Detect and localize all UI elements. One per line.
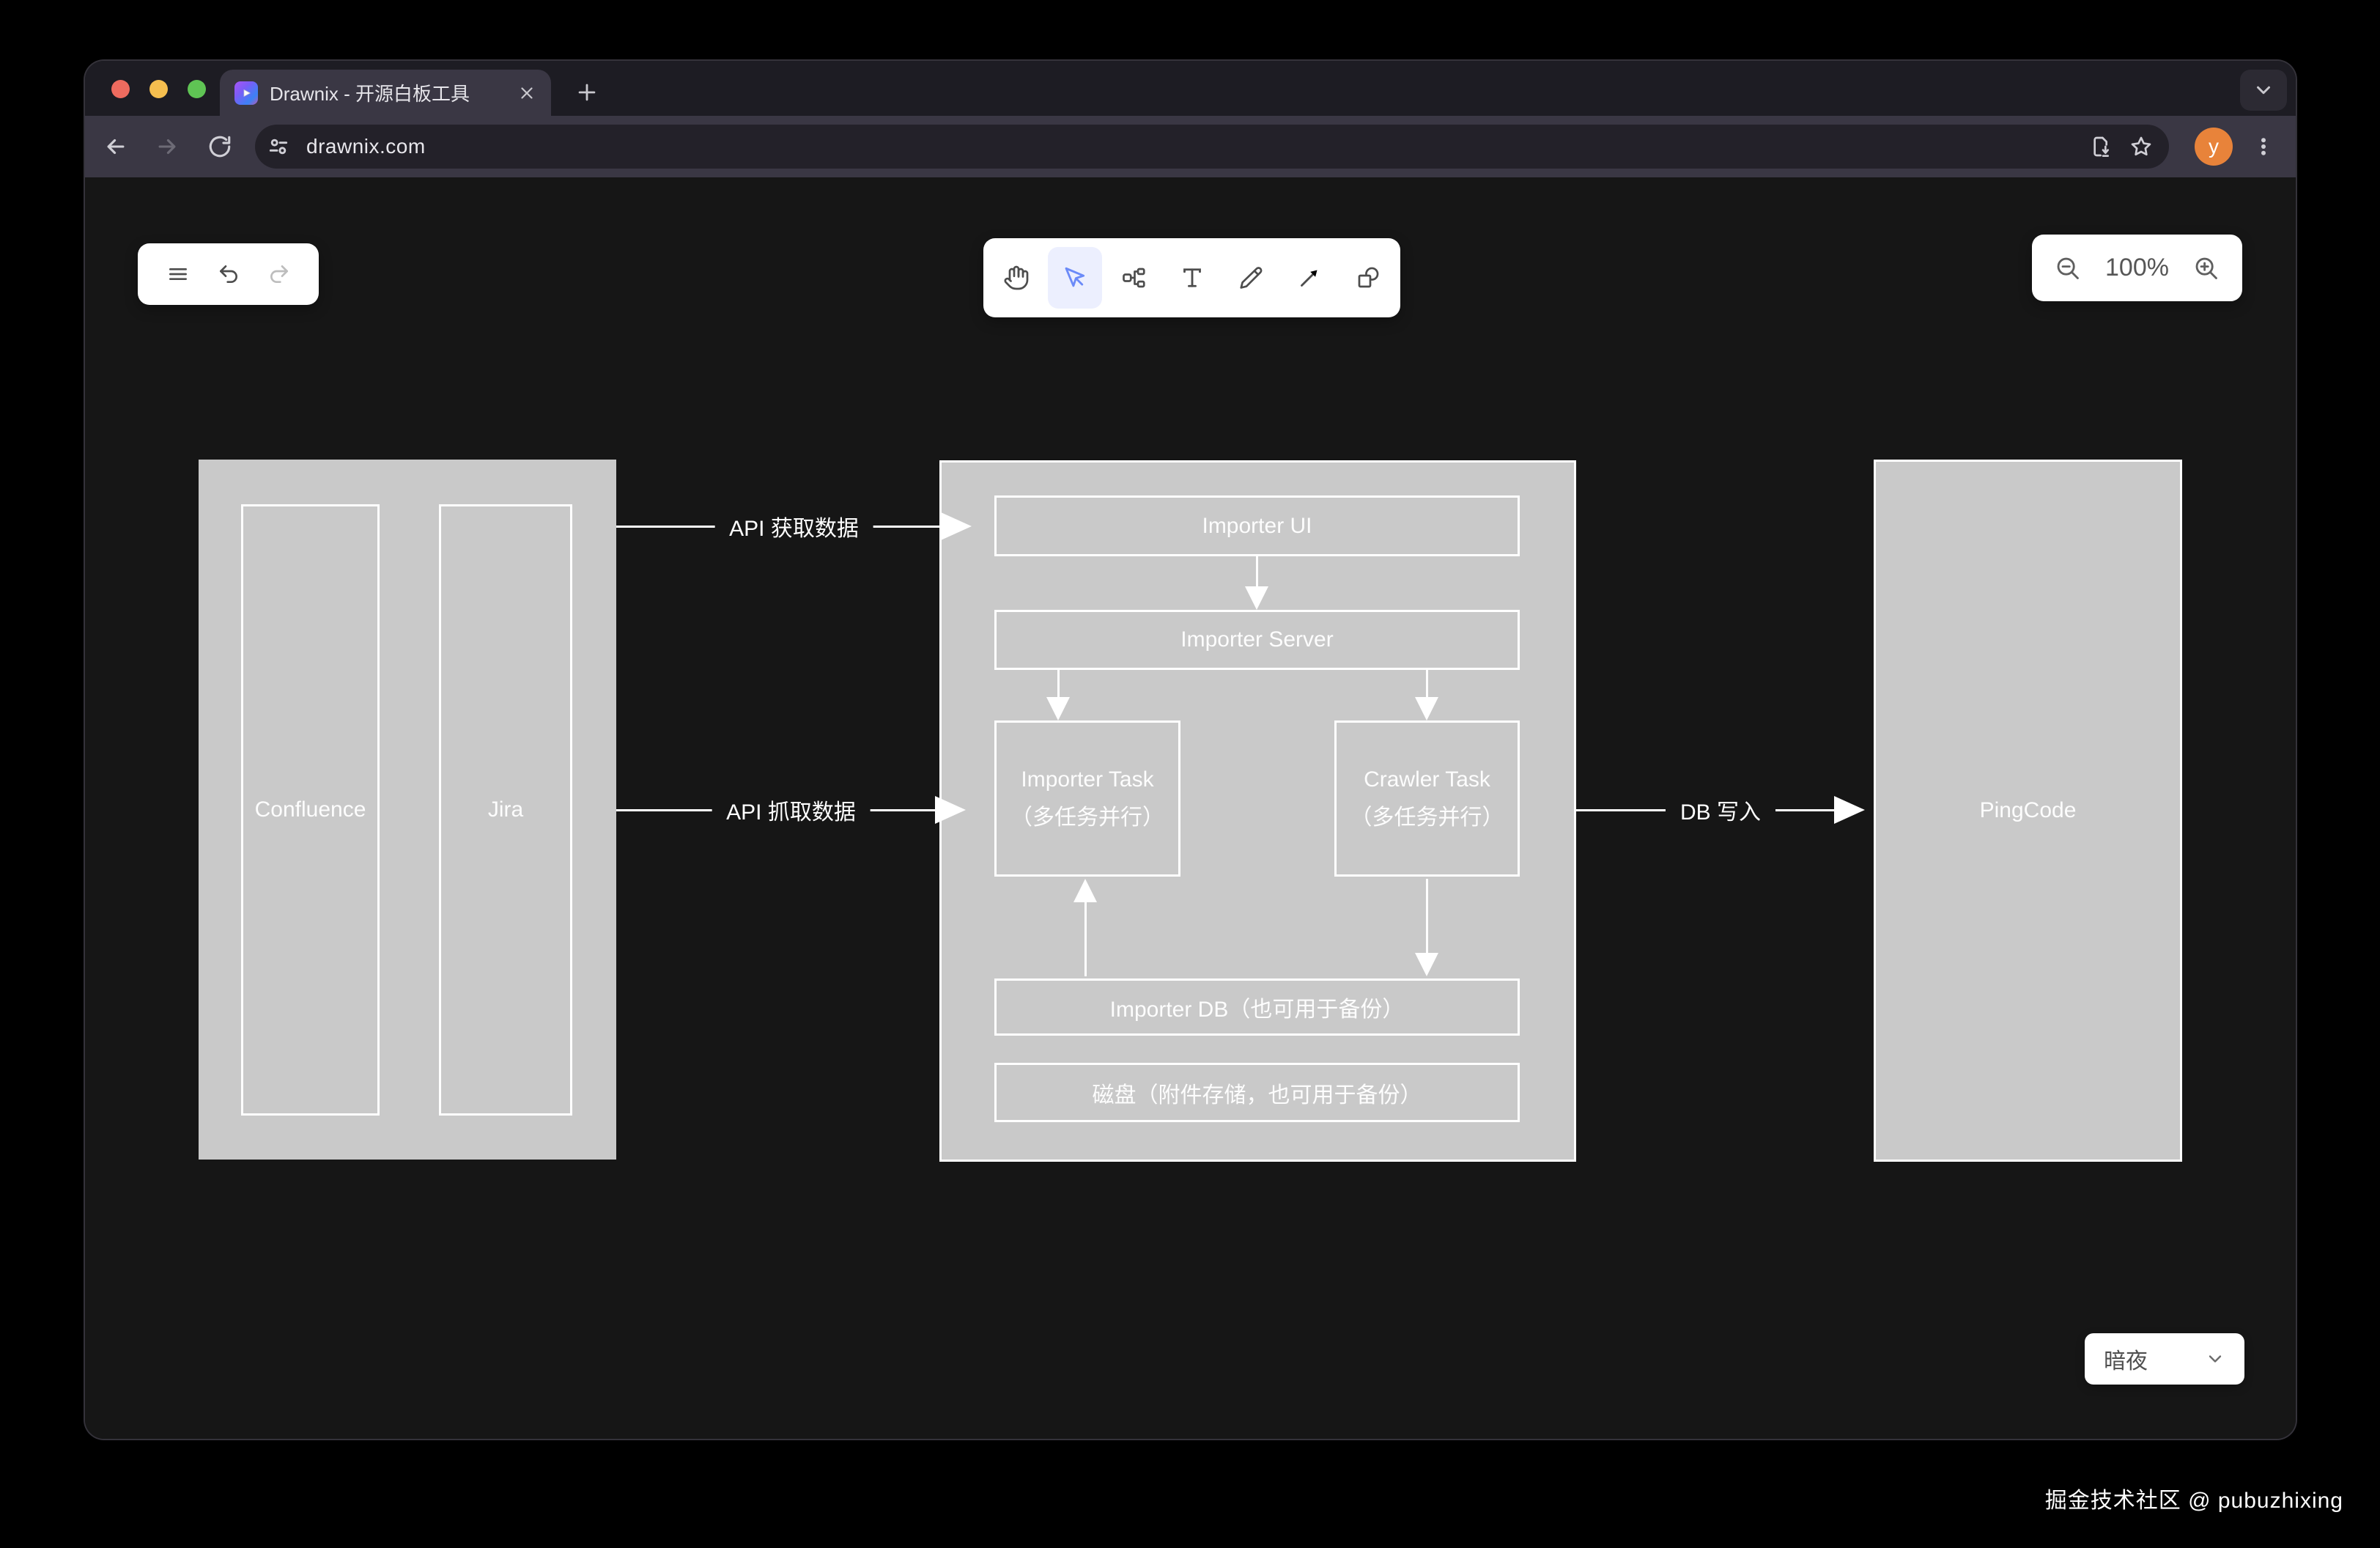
theme-label: 暗夜 — [2104, 1349, 2148, 1374]
zoom-toolbar: 100% — [2032, 235, 2242, 301]
bookmark-star-icon[interactable] — [2129, 135, 2153, 158]
node-importer-task[interactable]: Importer Task （多任务并行） — [994, 720, 1180, 877]
node-importer-db[interactable]: Importer DB（也可用于备份） — [994, 978, 1520, 1036]
drawnix-favicon-icon — [234, 81, 258, 105]
hand-tool-icon[interactable] — [989, 247, 1043, 309]
text-tool-icon[interactable] — [1165, 247, 1219, 309]
node-label: 磁盘（附件存储，也可用于备份） — [1092, 1083, 1422, 1107]
chevron-down-icon — [2205, 1349, 2225, 1369]
edge-ui-to-server[interactable] — [1244, 556, 1269, 610]
edge-line — [1255, 556, 1258, 586]
arrow-tool-icon[interactable] — [1282, 247, 1337, 309]
browser-menu-icon[interactable] — [2247, 130, 2280, 163]
window-controls — [111, 80, 206, 98]
node-label: Jira — [487, 797, 524, 822]
arrowhead-down-icon — [1046, 697, 1070, 720]
edge-label: DB 写入 — [1665, 794, 1776, 826]
app-toolbar — [138, 243, 319, 305]
node-jira[interactable]: Jira — [439, 504, 572, 1116]
node-importer-ui[interactable]: Importer UI — [994, 495, 1520, 556]
node-label: Importer UI — [1202, 513, 1312, 538]
edge-api-get[interactable]: API 获取数据 — [616, 510, 972, 542]
edge-api-crawl[interactable]: API 抓取数据 — [616, 794, 966, 826]
mind-map-tool-icon[interactable] — [1106, 247, 1161, 309]
edge-db-write[interactable]: DB 写入 — [1576, 794, 1865, 826]
node-importer-server[interactable]: Importer Server — [994, 610, 1520, 670]
arrowhead-right-icon — [941, 512, 972, 540]
edge-server-to-importer-task[interactable] — [1046, 670, 1071, 720]
tab-title: Drawnix - 开源白板工具 — [270, 83, 470, 105]
attribution-watermark: 掘金技术社区 @ pubuzhixing — [2044, 1489, 2343, 1513]
edge-line — [1057, 670, 1060, 697]
node-label: Importer Task — [1021, 767, 1154, 792]
arrowhead-down-icon — [1245, 586, 1268, 610]
new-tab-button[interactable] — [570, 75, 604, 109]
arrowhead-down-icon — [1415, 697, 1438, 720]
zoom-in-icon[interactable] — [2192, 254, 2220, 282]
site-settings-icon[interactable] — [267, 135, 290, 158]
undo-icon[interactable] — [217, 262, 240, 286]
arrowhead-down-icon — [1415, 953, 1438, 976]
close-tab-icon[interactable] — [517, 84, 536, 103]
node-label: （多任务并行） — [1350, 805, 1504, 830]
browser-toolbar: drawnix.com y — [85, 116, 2296, 177]
browser-window: Drawnix - 开源白板工具 drawnix.com — [85, 61, 2296, 1439]
node-crawler-task[interactable]: Crawler Task （多任务并行） — [1334, 720, 1520, 877]
edge-line — [1425, 670, 1428, 697]
node-label: Confluence — [254, 797, 366, 822]
creation-toolbar — [983, 238, 1400, 317]
node-confluence[interactable]: Confluence — [241, 504, 380, 1116]
edge-line — [1425, 879, 1428, 953]
minimize-window-button[interactable] — [149, 80, 168, 98]
edge-label: API 获取数据 — [714, 510, 873, 542]
node-label: Importer DB（也可用于备份） — [1109, 998, 1405, 1022]
arrowhead-right-icon — [1834, 796, 1865, 824]
profile-avatar[interactable]: y — [2195, 128, 2233, 166]
edge-label: API 抓取数据 — [712, 794, 871, 826]
edge-crawler-to-db[interactable] — [1414, 879, 1439, 976]
node-label: （多任务并行） — [1010, 805, 1164, 830]
back-icon[interactable] — [95, 126, 136, 167]
address-bar[interactable]: drawnix.com — [255, 125, 2169, 169]
forward-icon[interactable] — [147, 126, 188, 167]
node-disk[interactable]: 磁盘（附件存储，也可用于备份） — [994, 1063, 1520, 1122]
install-page-icon[interactable] — [2090, 135, 2113, 158]
arrowhead-up-icon — [1073, 879, 1097, 902]
node-label: Crawler Task — [1364, 767, 1490, 792]
tab-search-chevron-icon[interactable] — [2240, 70, 2287, 111]
url-text[interactable]: drawnix.com — [306, 135, 426, 158]
zoom-level[interactable]: 100% — [2105, 254, 2169, 281]
menu-icon[interactable] — [166, 262, 190, 286]
active-tab[interactable]: Drawnix - 开源白板工具 — [220, 70, 551, 116]
shape-tool-icon[interactable] — [1341, 247, 1395, 309]
fullscreen-window-button[interactable] — [188, 80, 206, 98]
arrowhead-right-icon — [935, 796, 966, 824]
freehand-tool-icon[interactable] — [1224, 247, 1278, 309]
edge-line — [1084, 902, 1087, 976]
node-pingcode[interactable]: PingCode — [1874, 460, 2182, 1162]
zoom-out-icon[interactable] — [2054, 254, 2082, 282]
edge-server-to-crawler-task[interactable] — [1414, 670, 1439, 720]
node-label: PingCode — [1979, 798, 2077, 822]
redo-icon[interactable] — [267, 262, 291, 286]
edge-db-to-importer-task[interactable] — [1073, 879, 1098, 976]
node-label: Importer Server — [1180, 627, 1334, 652]
reload-icon[interactable] — [199, 126, 240, 167]
close-window-button[interactable] — [111, 80, 130, 98]
tab-strip: Drawnix - 开源白板工具 — [85, 61, 2296, 116]
selection-tool-icon[interactable] — [1047, 247, 1102, 309]
theme-dropdown[interactable]: 暗夜 — [2085, 1333, 2244, 1385]
whiteboard-canvas[interactable]: 100% 暗夜 Confluence Jira Importer UI Impo… — [85, 177, 2296, 1439]
